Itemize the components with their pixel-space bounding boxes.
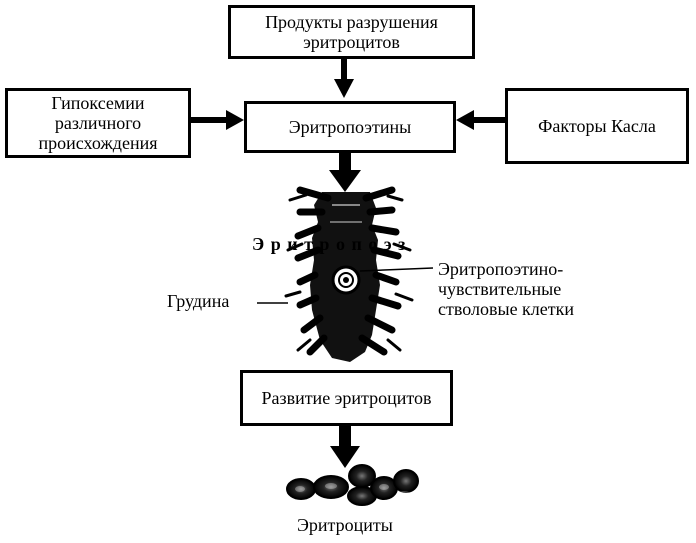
arrow-left-right <box>190 110 244 130</box>
erythropoiesis-label: Э р и т р о п о э з <box>252 234 407 254</box>
sternum-illustration <box>284 186 414 362</box>
breakdown-products-line1: Продукты разрушения <box>265 11 438 32</box>
hypoxemia-line1: Гипоксемии <box>51 92 145 113</box>
castle-factors-label: Факторы Касла <box>538 115 656 136</box>
hypoxemia-box: Гипоксемии различного происхождения <box>5 88 191 158</box>
hypoxemia-line2: различного <box>54 112 142 133</box>
stem-cell-pointer-line <box>359 267 434 272</box>
breakdown-products-box: Продукты разрушения эритроцитов <box>228 5 475 59</box>
stem-cells-line2: чувствительные <box>438 279 562 300</box>
erythropoietins-box: Эритропоэтины <box>244 101 456 153</box>
stem-cells-line3: стволовые клетки <box>438 299 575 320</box>
rbc-development-label: Развитие эритроцитов <box>261 387 432 408</box>
erythrocytes-illustration <box>286 464 419 506</box>
arrow-right-left <box>456 110 506 130</box>
arrow-to-sternum <box>329 152 361 192</box>
stem-cells-label: Эритропоэтино- чувствительные стволовые … <box>438 259 574 319</box>
breakdown-products-line2: эритроцитов <box>303 32 400 52</box>
arrow-top-down <box>334 59 354 98</box>
rbc-development-box: Развитие эритроцитов <box>240 370 453 426</box>
sternum-label: Грудина <box>167 291 230 311</box>
castle-factors-box: Факторы Касла <box>505 88 689 164</box>
hypoxemia-line3: происхождения <box>38 133 158 154</box>
erythrocytes-label: Эритроциты <box>297 515 393 535</box>
erythropoietins-label: Эритропоэтины <box>288 116 412 137</box>
arrow-to-erythrocytes <box>330 426 360 468</box>
stem-cells-line1: Эритропоэтино- <box>438 259 564 279</box>
